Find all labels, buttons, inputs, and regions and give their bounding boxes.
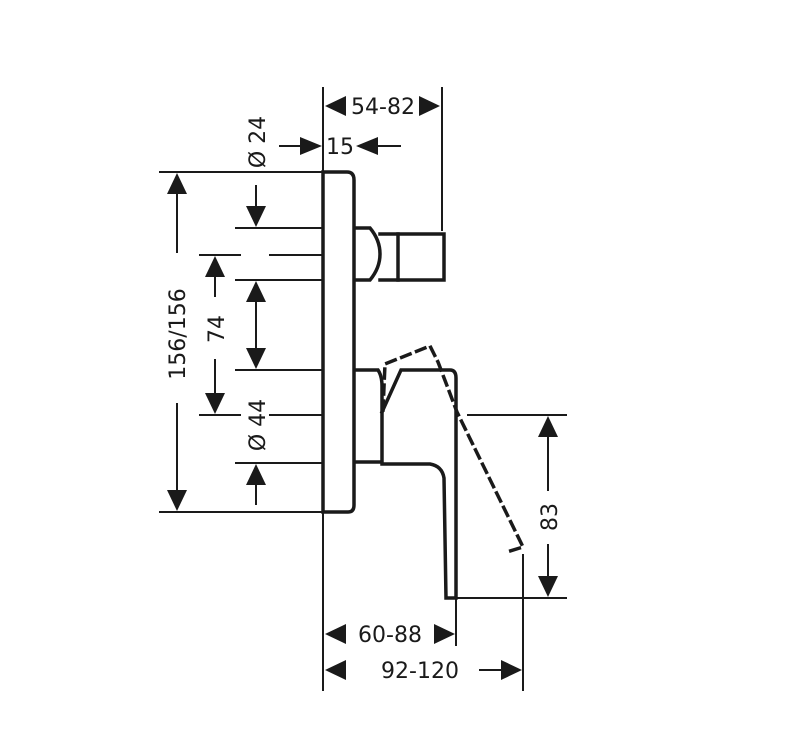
lever [379, 368, 458, 600]
dimension-diameter-44: Ø 44 [246, 319, 271, 505]
label-diameter-44: Ø 44 [246, 399, 271, 451]
extension-lines [159, 87, 567, 691]
dimension-15: 15 [279, 135, 401, 160]
label-74: 74 [205, 315, 230, 343]
dimension-54-82: 54-82 [325, 95, 440, 120]
lever-tilted-dashed [381, 343, 526, 554]
upper-outlet [378, 232, 446, 282]
label-92-120: 92-120 [381, 659, 459, 684]
label-diameter-24: Ø 24 [246, 116, 271, 168]
label-15: 15 [326, 135, 354, 160]
cartridge-housing [353, 368, 384, 464]
label-156-156: 156/156 [166, 288, 191, 379]
diverter-knob [353, 226, 382, 282]
dimension-83: 83 [538, 416, 563, 597]
wall-plate [321, 170, 356, 514]
dimension-156-156: 156/156 [166, 173, 191, 511]
dimension-60-88: 60-88 [325, 623, 455, 648]
label-83: 83 [538, 503, 563, 531]
dimension-92-120: 92-120 [325, 659, 522, 684]
label-54-82: 54-82 [351, 95, 415, 120]
dimension-74: 74 [205, 256, 230, 414]
dimension-diameter-24: Ø 24 [246, 116, 271, 321]
label-60-88: 60-88 [358, 623, 422, 648]
mixer-outline [321, 170, 526, 600]
